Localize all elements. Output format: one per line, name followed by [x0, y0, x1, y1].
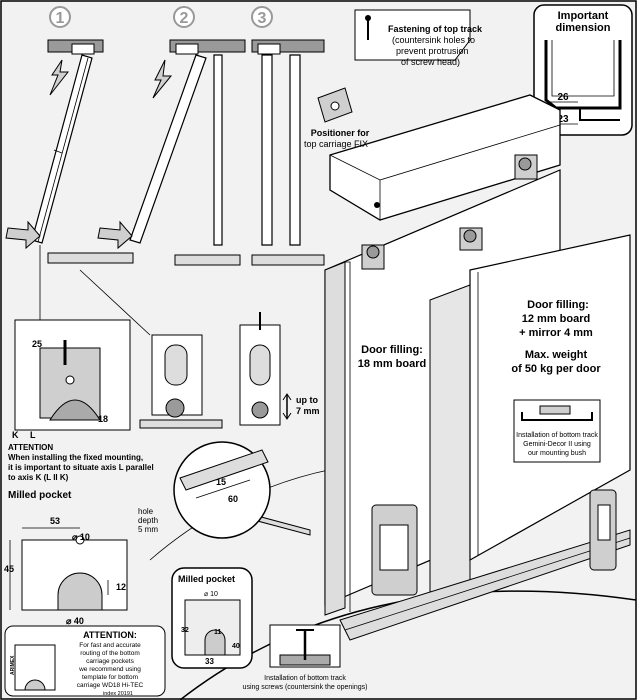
step-3: 3	[251, 6, 325, 266]
door-12mm	[429, 234, 631, 605]
bottom-track	[234, 489, 631, 641]
top-track	[329, 9, 561, 221]
attention2-title: ATTENTION:	[83, 630, 137, 640]
top-track-note-2: prevent protrusion	[396, 46, 469, 56]
hole-label-3: 5 mm	[138, 525, 158, 534]
important-title-2: dimension	[555, 22, 610, 34]
pocket2-dim-10: ⌀ 10	[204, 591, 218, 598]
screws-label-1: Installation of bottom track	[264, 675, 346, 682]
carriage-detail-adjustable	[239, 312, 292, 426]
important-title-1: Important	[558, 10, 609, 22]
door12-label-3: + mirror 4 mm	[519, 327, 593, 339]
dim-45: 45	[4, 564, 14, 574]
axis-k: K	[12, 430, 19, 440]
hole-label-1: hole	[138, 507, 154, 516]
gemini-inset	[513, 399, 601, 463]
attention2-line1: For fast and accurate	[79, 642, 141, 649]
attention2-index: index 20191	[103, 691, 133, 697]
dim-23: 23	[557, 114, 569, 125]
screws-inset	[269, 624, 341, 668]
top-track-note-3: of screw head)	[401, 57, 460, 67]
hole-label-2: depth	[138, 516, 158, 525]
milled-pocket-2-title: Milled pocket	[178, 574, 235, 584]
gemini-label-2: Gemini-Decor II using	[523, 441, 591, 448]
floor-strip	[47, 252, 134, 264]
milled-pocket-1-title: Milled pocket	[8, 490, 72, 501]
screws-label-2: using screws (countersink the openings)	[243, 684, 368, 691]
attention2-line3: carriage pockets	[86, 658, 134, 665]
door12-label-4: Max. weight	[525, 349, 588, 361]
attention2-line2: routing of the bottom	[80, 650, 140, 657]
attention2-line6: carriage WD18 Hi-TEC	[77, 682, 144, 689]
attention2-brand: ARIMEX	[10, 655, 16, 675]
dim-25: 25	[32, 339, 42, 349]
pocket2-dim-40: 40	[232, 643, 240, 650]
dim-53: 53	[50, 516, 60, 526]
right-arrow-icon-2	[97, 220, 133, 250]
dim-26: 26	[557, 92, 569, 103]
adjust-label-1: up to	[296, 395, 318, 405]
axis-l: L	[30, 430, 36, 440]
pocket2-dim-11: 11	[214, 629, 222, 636]
attention2-line5: template for bottom	[82, 674, 138, 681]
attention1-line2: it is important to situate axis L parall…	[8, 463, 154, 472]
step-1: 1	[5, 6, 104, 250]
step-2: 2	[97, 6, 246, 266]
attention1-title: ATTENTION	[8, 443, 53, 452]
dim-10-diameter: ⌀ 10	[72, 532, 90, 542]
top-track-note-1: (countersink holes to	[392, 35, 475, 45]
dim-60: 60	[228, 494, 238, 504]
mount-detail	[14, 319, 131, 431]
dim-18: 18	[98, 414, 108, 424]
up-arrow-icon	[49, 59, 70, 96]
door12-label-1: Door filling:	[527, 299, 589, 311]
attention2-line4: we recommend using	[78, 666, 141, 673]
attention1-line3: to axis K (L II K)	[8, 473, 69, 482]
adjust-label-2: 7 mm	[296, 406, 320, 416]
carriage-detail-fixed	[139, 334, 223, 429]
gemini-label-1: Installation of bottom track	[516, 432, 598, 439]
step-3-label: 3	[258, 10, 267, 27]
circle-detail	[173, 441, 271, 539]
right-arrow-icon	[5, 220, 41, 250]
step-1-label: 1	[56, 10, 65, 27]
positioner-label-1: Positioner for	[311, 128, 370, 138]
up-arrow-icon-2	[152, 59, 173, 99]
door12-label-5: of 50 kg per door	[511, 363, 601, 375]
door18-label-1: Door filling:	[361, 344, 423, 356]
milled-pocket-1	[9, 527, 128, 611]
milled-pocket-2	[171, 567, 253, 669]
door18-label-2: 18 mm board	[358, 358, 426, 370]
attention1-line1: When installing the fixed mounting,	[8, 453, 143, 462]
step-2-label: 2	[180, 10, 189, 27]
positioner-label-2: top carriage FIX	[304, 139, 368, 149]
pocket2-dim-33: 33	[205, 657, 214, 666]
attention2-box	[4, 625, 166, 697]
important-dimension-box: Important dimension 26 23	[533, 4, 633, 136]
positioner-part	[317, 87, 353, 123]
top-track-title: Fastening of top track	[388, 24, 483, 34]
dim-40-diameter: ⌀ 40	[66, 616, 84, 626]
pocket2-dim-32: 32	[181, 627, 189, 634]
top-carriages	[361, 154, 538, 270]
gemini-label-3: our mounting bush	[528, 450, 586, 457]
door12-label-2: 12 mm board	[522, 313, 590, 325]
dim-15: 15	[216, 477, 226, 487]
dim-12: 12	[116, 582, 126, 592]
